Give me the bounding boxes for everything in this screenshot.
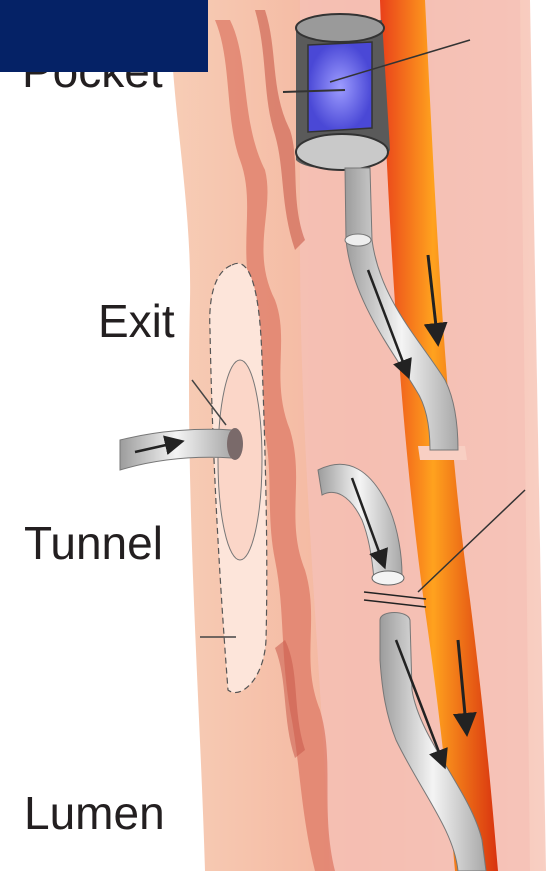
port-rim — [296, 14, 384, 42]
exit-site-inner — [218, 360, 262, 560]
tunnel-label: Tunnel — [24, 520, 163, 566]
lumen-label: Lumen — [24, 790, 165, 836]
port-reservoir — [308, 42, 372, 132]
catheter-break-end — [372, 571, 404, 585]
exit-site-hole — [227, 428, 243, 460]
title-banner — [0, 0, 208, 72]
catheter-joint — [345, 234, 371, 246]
port-base — [296, 134, 388, 170]
exit-label: Exit — [98, 298, 175, 344]
